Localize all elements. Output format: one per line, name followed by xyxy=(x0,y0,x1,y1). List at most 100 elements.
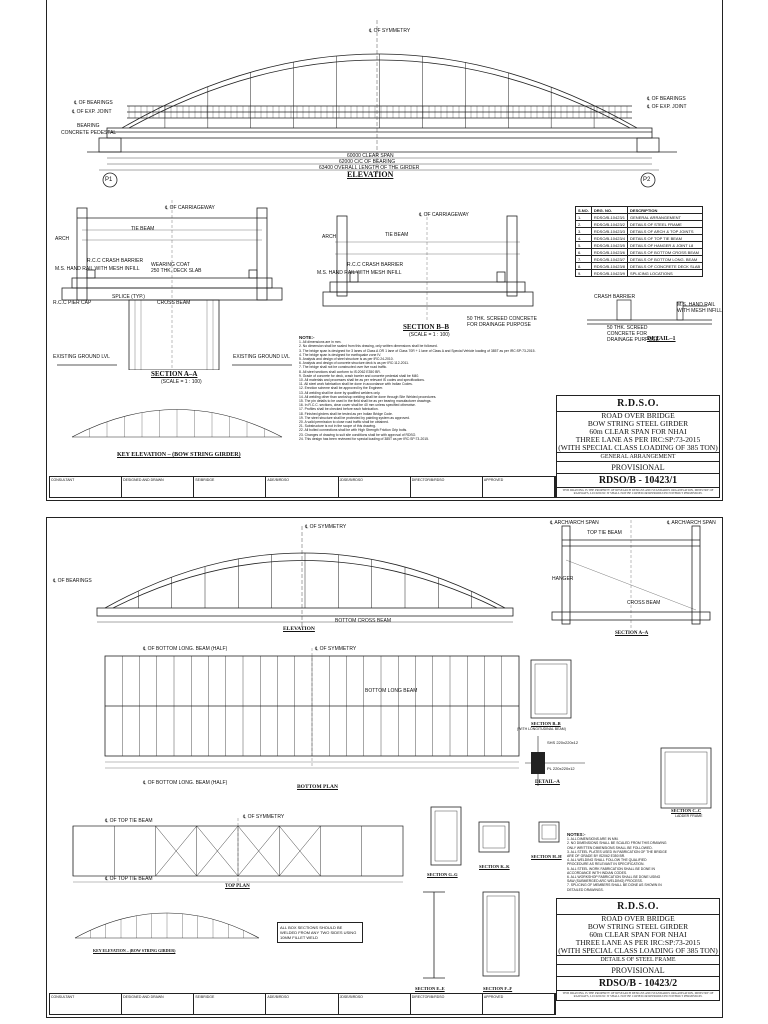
elevation-drawing-2 xyxy=(96,526,514,628)
section-kk-drawing xyxy=(478,821,510,853)
section-bb-small-sub: (WITH LONGITUDINAL BEAM) xyxy=(517,727,566,731)
key-elevation-drawing xyxy=(71,409,283,438)
title2-line-3: 60m CLEAR SPAN FOR NHAI xyxy=(589,930,687,939)
table-cell: DETAILS OF BOTTOM CROSS BEAM xyxy=(627,248,704,256)
drawing-fine-print-2: THIS DRAWING IS THE PROPERTY OF RESEARCH… xyxy=(557,990,719,1000)
signature-cell: DIRECTOR/B/RDSO xyxy=(411,477,483,497)
title-line-5: (WITH SPECIAL CLASS LOADING OF 385 TON) xyxy=(558,443,718,452)
section-ff-drawing xyxy=(482,891,520,977)
drawing-list-table: S.NO.DRG. NO.DESCRIPTION 1.RDSO/B-10423/… xyxy=(575,206,704,277)
note-item: 2. No dimension shall be scaled from thi… xyxy=(299,344,438,349)
note-item: 24. This design has been reviewed for sp… xyxy=(299,436,429,441)
aa-label-cross-beam: CROSS BEAM xyxy=(157,300,191,306)
detail1-label-screed: 50 THK. SCREED CONCRETE FOR DRAINAGE PUR… xyxy=(607,325,659,343)
drawing-number-2: RDSO/B - 10423/2 xyxy=(557,976,719,990)
title-org-2: R.D.S.O. xyxy=(557,899,719,915)
table-cell: RDSO/B-10423/3 xyxy=(590,227,629,235)
aa-label-ground-right: EXISTING GROUND LVL xyxy=(233,354,290,360)
drawing-title: GENERAL ARRANGEMENT xyxy=(557,452,719,461)
section-hh-title: SECTION H–H xyxy=(531,854,562,859)
aa-label-crash-barrier: R.C.C CRASH BARRIER xyxy=(87,258,144,264)
title-line-4: THREE LANE AS PER IRC:SP:73-2015 xyxy=(575,435,701,444)
note-item: 20. A valid permission to close road tra… xyxy=(299,420,389,425)
note-item: 10. All materials and processes shall be… xyxy=(299,378,425,383)
key-elevation-drawing-2 xyxy=(74,912,260,939)
drawing-status: PROVISIONAL xyxy=(557,461,719,473)
signature-cell: DIRECTOR/B/RDSO xyxy=(411,994,483,1014)
elevation-title-2: ELEVATION xyxy=(283,626,315,632)
note-item: 3. ALL STEEL PLATES USED IN FABRICATION … xyxy=(567,849,667,859)
e2-aa-label-arch-left: ℄ ARCH/ARCH SPAN xyxy=(550,520,599,526)
table-cell: 5. xyxy=(575,241,592,249)
notes-block-2: NOTES:- 1. ALL DIMENSIONS ARE IN MM.2. N… xyxy=(567,832,667,892)
table-cell: 8. xyxy=(575,262,592,270)
table-header: DRG. NO. xyxy=(590,206,629,214)
drawing-title-2: DETAILS OF STEEL FRAME xyxy=(557,955,719,964)
drawing-status-2: PROVISIONAL xyxy=(557,964,719,976)
title2-line-1: ROAD OVER BRIDGE xyxy=(601,914,675,923)
signature-cell: ADE/B/RDSO xyxy=(266,994,339,1014)
bb-label-arch: ARCH xyxy=(322,234,337,240)
signature-cell: SE/BRIDGE xyxy=(194,477,267,497)
table-cell: RDSO/B-10423/8 xyxy=(590,262,629,270)
label-exp-joint-right: ℄ OF EXP. JOINT xyxy=(647,104,687,110)
bottom-plan-drawing xyxy=(104,648,520,769)
note-item: 21. Substructure is not in the scope of … xyxy=(299,424,376,429)
label-pedestal: CONCRETE PEDESTAL xyxy=(61,130,117,136)
table-cell: DETAILS OF TOP TIE BEAM xyxy=(627,234,704,242)
top-brace xyxy=(196,825,239,877)
drawing-number: RDSO/B - 10423/1 xyxy=(557,473,719,487)
section-kk-title: SECTION K–K xyxy=(479,864,510,869)
drawing-sheet-2: ℄ OF SYMMETRY ℄ OF BEARINGS BOTTOM CROSS… xyxy=(46,517,723,1018)
note-item: 5. ALL STEEL WORK FABRICATION SHALL BE D… xyxy=(567,866,655,875)
table-cell: 2. xyxy=(575,220,592,228)
section-hh-drawing xyxy=(538,821,560,843)
table-cell: DETAILS OF CONCRETE DECK SLAB xyxy=(627,262,704,270)
key-elevation-title-1: KEY ELEVATION – (BOW STRING GIRDER) xyxy=(117,452,241,458)
note-item: 22. All bolted connections shall be with… xyxy=(299,428,408,433)
e2-aa-label-cross-beam: CROSS BEAM xyxy=(627,600,661,606)
dim-overall: 63400 OVERALL LENGTH OF THE GIRDER xyxy=(319,165,420,171)
section-ee-drawing xyxy=(423,891,445,979)
label-bearings-right: ℄ OF BEARINGS xyxy=(647,96,686,102)
table-cell: SPLICING LOCATIONS xyxy=(627,269,704,277)
tp-label-symmetry: ℄ OF SYMMETRY xyxy=(243,814,285,820)
note-item: 6. ALL WORKSHOP FABRICATION SHALL BE DON… xyxy=(567,875,661,884)
title-line-2: BOW STRING STEEL GIRDER xyxy=(587,419,689,428)
notes-heading-2: NOTES:- xyxy=(567,832,586,837)
bb-label-carriageway: ℄ OF CARRIAGEWAY xyxy=(419,212,469,218)
label-bearing: BEARING xyxy=(77,123,100,129)
note-item: 15. The pin details to be used in the fi… xyxy=(299,399,432,404)
table-cell: DETAILS OF STEEL FRAME xyxy=(627,220,704,228)
notes-heading: NOTE:- xyxy=(299,335,315,340)
aa-label-carriageway: ℄ OF CARRIAGEWAY xyxy=(165,205,215,211)
dim-clear-span: 60000 CLEAR SPAN xyxy=(347,153,394,159)
section-aa-scale: (SCALE = 1 : 100) xyxy=(161,379,202,385)
section-bb-small-title: SECTION B–B xyxy=(531,721,561,726)
table-cell: GENERAL ARRANGEMENT xyxy=(627,213,704,221)
aa-label-splice: SPLICE (TYP.) xyxy=(112,294,145,300)
table-header: DESCRIPTION xyxy=(627,206,704,214)
weld-note: ALL BOX SECTIONS SHOULD BE WELDED FROM A… xyxy=(277,922,363,943)
detail-1-drawing xyxy=(587,299,712,325)
section-bb-scale: (SCALE = 1 : 100) xyxy=(409,332,450,338)
section-aa-title-2: SECTION A–A xyxy=(615,631,649,636)
title2-line-5: (WITH SPECIAL CLASS LOADING OF 385 TON) xyxy=(558,946,718,955)
table-cell: 7. xyxy=(575,255,592,263)
drawing-sheet-1: ℄ OF SYMMETRY ℄ OF BEARINGS ℄ OF EXP. JO… xyxy=(46,0,723,501)
section-cc-title: SECTION C–C xyxy=(671,808,702,813)
label-bearings-left: ℄ OF BEARINGS xyxy=(74,100,113,106)
e2-label-cross-beam: BOTTOM CROSS BEAM xyxy=(335,618,392,624)
tp-label-top: ℄ OF TOP TIE BEAM xyxy=(105,818,153,824)
note-item: 1. All dimensions are in mm. xyxy=(299,340,342,345)
e2-aa-label-top-tie: TOP TIE BEAM xyxy=(587,530,622,536)
table-cell: 4. xyxy=(575,234,592,242)
note-item: 17. Profiles shall be checked before eac… xyxy=(299,407,379,412)
detail-a-label-2: PL 220x220x12 xyxy=(547,766,575,771)
tp-label-bottom: ℄ OF TOP TIE BEAM xyxy=(105,876,153,882)
